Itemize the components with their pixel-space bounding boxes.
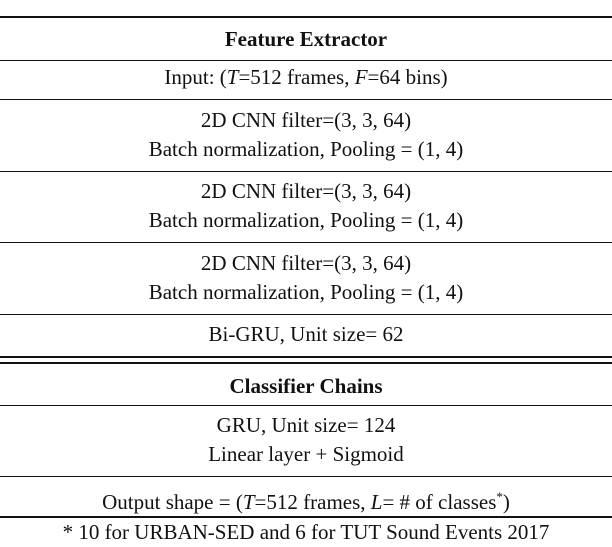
cnn-filter-line: 2D CNN filter=(3, 3, 64): [200, 108, 412, 132]
output-footnote-mark: *: [496, 489, 503, 504]
row-divider: [0, 476, 612, 477]
cnn-filter-line: 2D CNN filter=(3, 3, 64): [200, 251, 412, 275]
input-t-value: =512 frames,: [238, 65, 355, 89]
row-divider: [0, 60, 612, 61]
double-rule-bottom: [0, 362, 612, 364]
cnn-block-2: 2D CNN filter=(3, 3, 64) Batch normaliza…: [0, 177, 612, 235]
double-rule-top: [0, 356, 612, 358]
cnn-filter-line: 2D CNN filter=(3, 3, 64): [200, 179, 412, 203]
cnn-block-3: 2D CNN filter=(3, 3, 64) Batch normaliza…: [0, 249, 612, 307]
input-f-symbol: F: [354, 65, 368, 89]
feature-extractor-header: Feature Extractor: [224, 27, 388, 51]
row-divider: [0, 405, 612, 406]
output-row: Output shape = (T=512 frames, L= # of cl…: [0, 482, 612, 517]
classifier-chains-header: Classifier Chains: [229, 374, 383, 398]
row-divider: [0, 99, 612, 100]
input-prefix: Input: (: [164, 65, 227, 89]
input-t-symbol: T: [226, 65, 239, 89]
cnn-block-1: 2D CNN filter=(3, 3, 64) Batch normaliza…: [0, 106, 612, 164]
cnn-bn-pooling-line: Batch normalization, Pooling = (1, 4): [148, 280, 464, 304]
top-rule: [0, 16, 612, 18]
gru-line: GRU, Unit size= 124: [216, 413, 396, 437]
bigru-row: Bi-GRU, Unit size= 62: [208, 322, 404, 346]
bottom-rule: [0, 516, 612, 518]
linear-sigmoid-line: Linear layer + Sigmoid: [208, 442, 404, 466]
output-t-symbol: T: [242, 490, 255, 514]
gru-block: GRU, Unit size= 124 Linear layer + Sigmo…: [0, 411, 612, 469]
row-divider: [0, 242, 612, 243]
input-row: Input: (T=512 frames, F=64 bins): [0, 63, 612, 92]
cnn-bn-pooling-line: Batch normalization, Pooling = (1, 4): [148, 137, 464, 161]
output-prefix: Output shape = (: [102, 490, 243, 514]
input-f-value: =64 bins): [367, 65, 448, 89]
output-l-value: = # of classes: [382, 490, 497, 514]
cnn-bn-pooling-line: Batch normalization, Pooling = (1, 4): [148, 208, 464, 232]
row-divider: [0, 314, 612, 315]
output-t-value: =512 frames,: [254, 490, 371, 514]
row-divider: [0, 171, 612, 172]
output-suffix: ): [502, 490, 510, 514]
footnote: * 10 for URBAN-SED and 6 for TUT Sound E…: [62, 520, 550, 544]
output-l-symbol: L: [370, 490, 383, 514]
